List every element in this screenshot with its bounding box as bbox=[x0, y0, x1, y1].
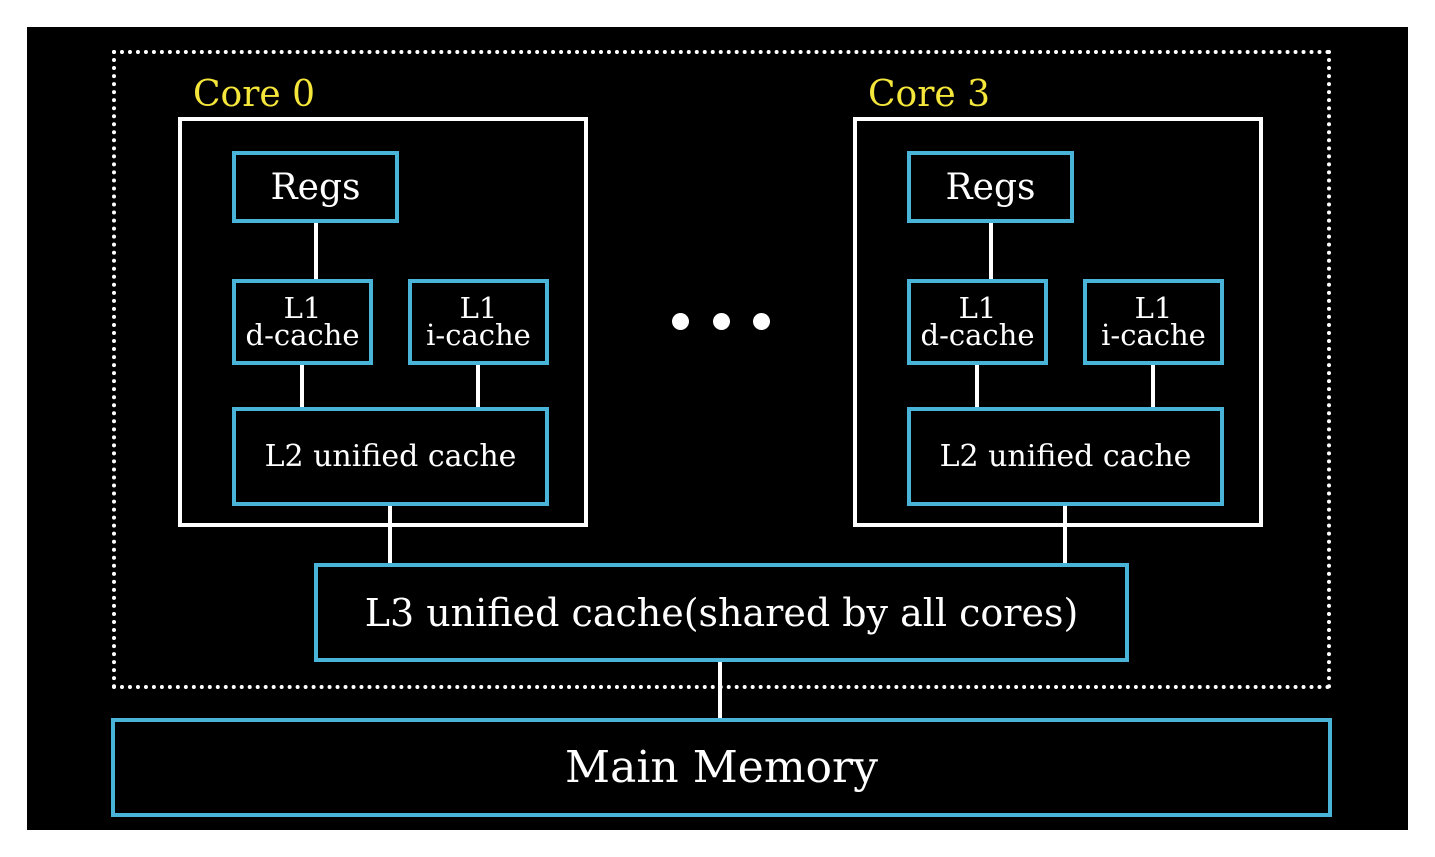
l3-memory-connector bbox=[718, 662, 722, 719]
core-3-l2-box: L2 unified cache bbox=[907, 407, 1224, 506]
core-3-l2-l3-connector bbox=[1063, 506, 1067, 564]
core-3-regs-box: Regs bbox=[907, 151, 1074, 223]
core-3-l1-icache-box: L1 i-cache bbox=[1083, 279, 1224, 365]
main-memory-box: Main Memory bbox=[111, 718, 1332, 817]
core-3-l1-icache-name: i-cache bbox=[1101, 318, 1206, 352]
core-3-l2-label: L2 unified cache bbox=[939, 439, 1192, 474]
core-3-regs-l1-connector bbox=[989, 223, 993, 279]
core-0-l1-icache-name: i-cache bbox=[426, 318, 531, 352]
core-0-l2-l3-connector bbox=[388, 506, 392, 564]
core-3-l1-icache-level: L1 bbox=[1134, 291, 1173, 325]
ellipsis-dot-3 bbox=[753, 313, 770, 330]
core-3-l1d-l2-connector bbox=[975, 365, 979, 408]
core-3-regs-label: Regs bbox=[945, 166, 1036, 208]
core-0-l1-icache-box: L1 i-cache bbox=[408, 279, 549, 365]
core-3-label: Core 3 bbox=[868, 74, 991, 115]
core-3-l1-dcache-level: L1 bbox=[958, 291, 997, 325]
core-3-l1-dcache-name: d-cache bbox=[920, 318, 1035, 352]
core-0-l2-label: L2 unified cache bbox=[264, 439, 517, 474]
core-0-label: Core 0 bbox=[193, 74, 316, 115]
ellipsis-dot-1 bbox=[672, 313, 689, 330]
core-0-l1d-l2-connector bbox=[300, 365, 304, 408]
core-3-l1i-l2-connector bbox=[1151, 365, 1155, 408]
ellipsis-dot-2 bbox=[713, 313, 730, 330]
l3-cache-label: L3 unified cache(shared by all cores) bbox=[364, 590, 1079, 635]
core-0-regs-box: Regs bbox=[232, 151, 399, 223]
core-3-box bbox=[853, 117, 1263, 527]
core-0-regs-label: Regs bbox=[270, 166, 361, 208]
core-0-l1-dcache-box: L1 d-cache bbox=[232, 279, 373, 365]
core-0-l1i-l2-connector bbox=[476, 365, 480, 408]
core-0-l1-icache-level: L1 bbox=[459, 291, 498, 325]
core-0-regs-l1-connector bbox=[314, 223, 318, 279]
core-0-l2-box: L2 unified cache bbox=[232, 407, 549, 506]
core-0-l1-dcache-name: d-cache bbox=[245, 318, 360, 352]
core-3-l1-dcache-box: L1 d-cache bbox=[907, 279, 1048, 365]
l3-cache-box: L3 unified cache(shared by all cores) bbox=[314, 563, 1129, 662]
core-0-box bbox=[178, 117, 588, 527]
main-memory-label: Main Memory bbox=[565, 742, 878, 793]
core-0-l1-dcache-level: L1 bbox=[283, 291, 322, 325]
memory-hierarchy-diagram: Core 0 Regs L1 d-cache L1 i-cache L2 uni… bbox=[27, 27, 1408, 830]
